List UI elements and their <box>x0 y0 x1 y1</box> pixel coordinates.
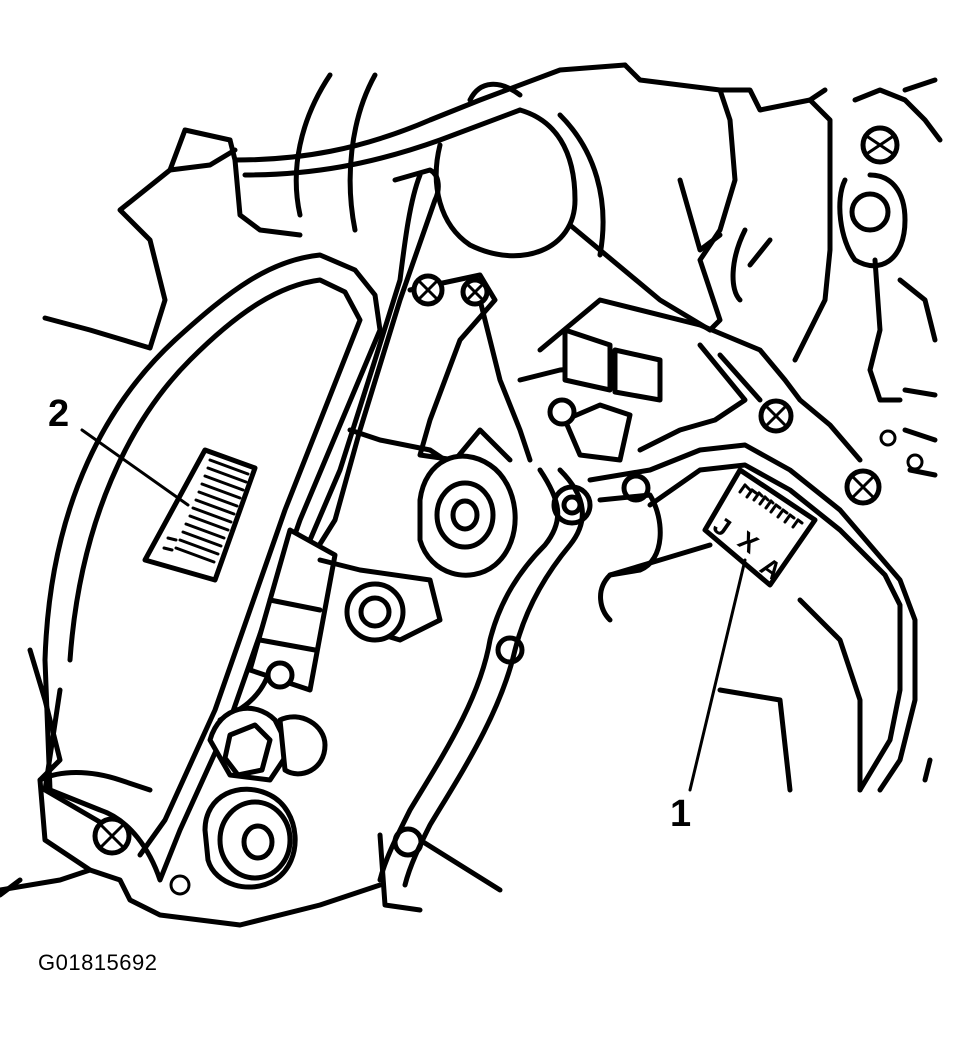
leader-line-2 <box>80 428 190 507</box>
id-label-1 <box>702 467 818 588</box>
engine-lower <box>0 597 863 928</box>
callout-2: 2 <box>48 393 70 435</box>
idler-pulley-upper <box>417 453 518 578</box>
front-cover-left <box>42 252 383 896</box>
leader-line-1 <box>688 558 747 792</box>
wire-harness <box>217 167 441 723</box>
sensor-and-bolt <box>207 705 328 783</box>
idler-pulley-lower <box>202 786 298 890</box>
bracket <box>317 272 533 643</box>
barcode-label-2 <box>142 447 258 583</box>
lower-housing <box>377 297 933 888</box>
callout-1: 1 <box>670 793 692 835</box>
engine-background <box>42 62 943 478</box>
figure-id: G01815692 <box>38 950 158 975</box>
